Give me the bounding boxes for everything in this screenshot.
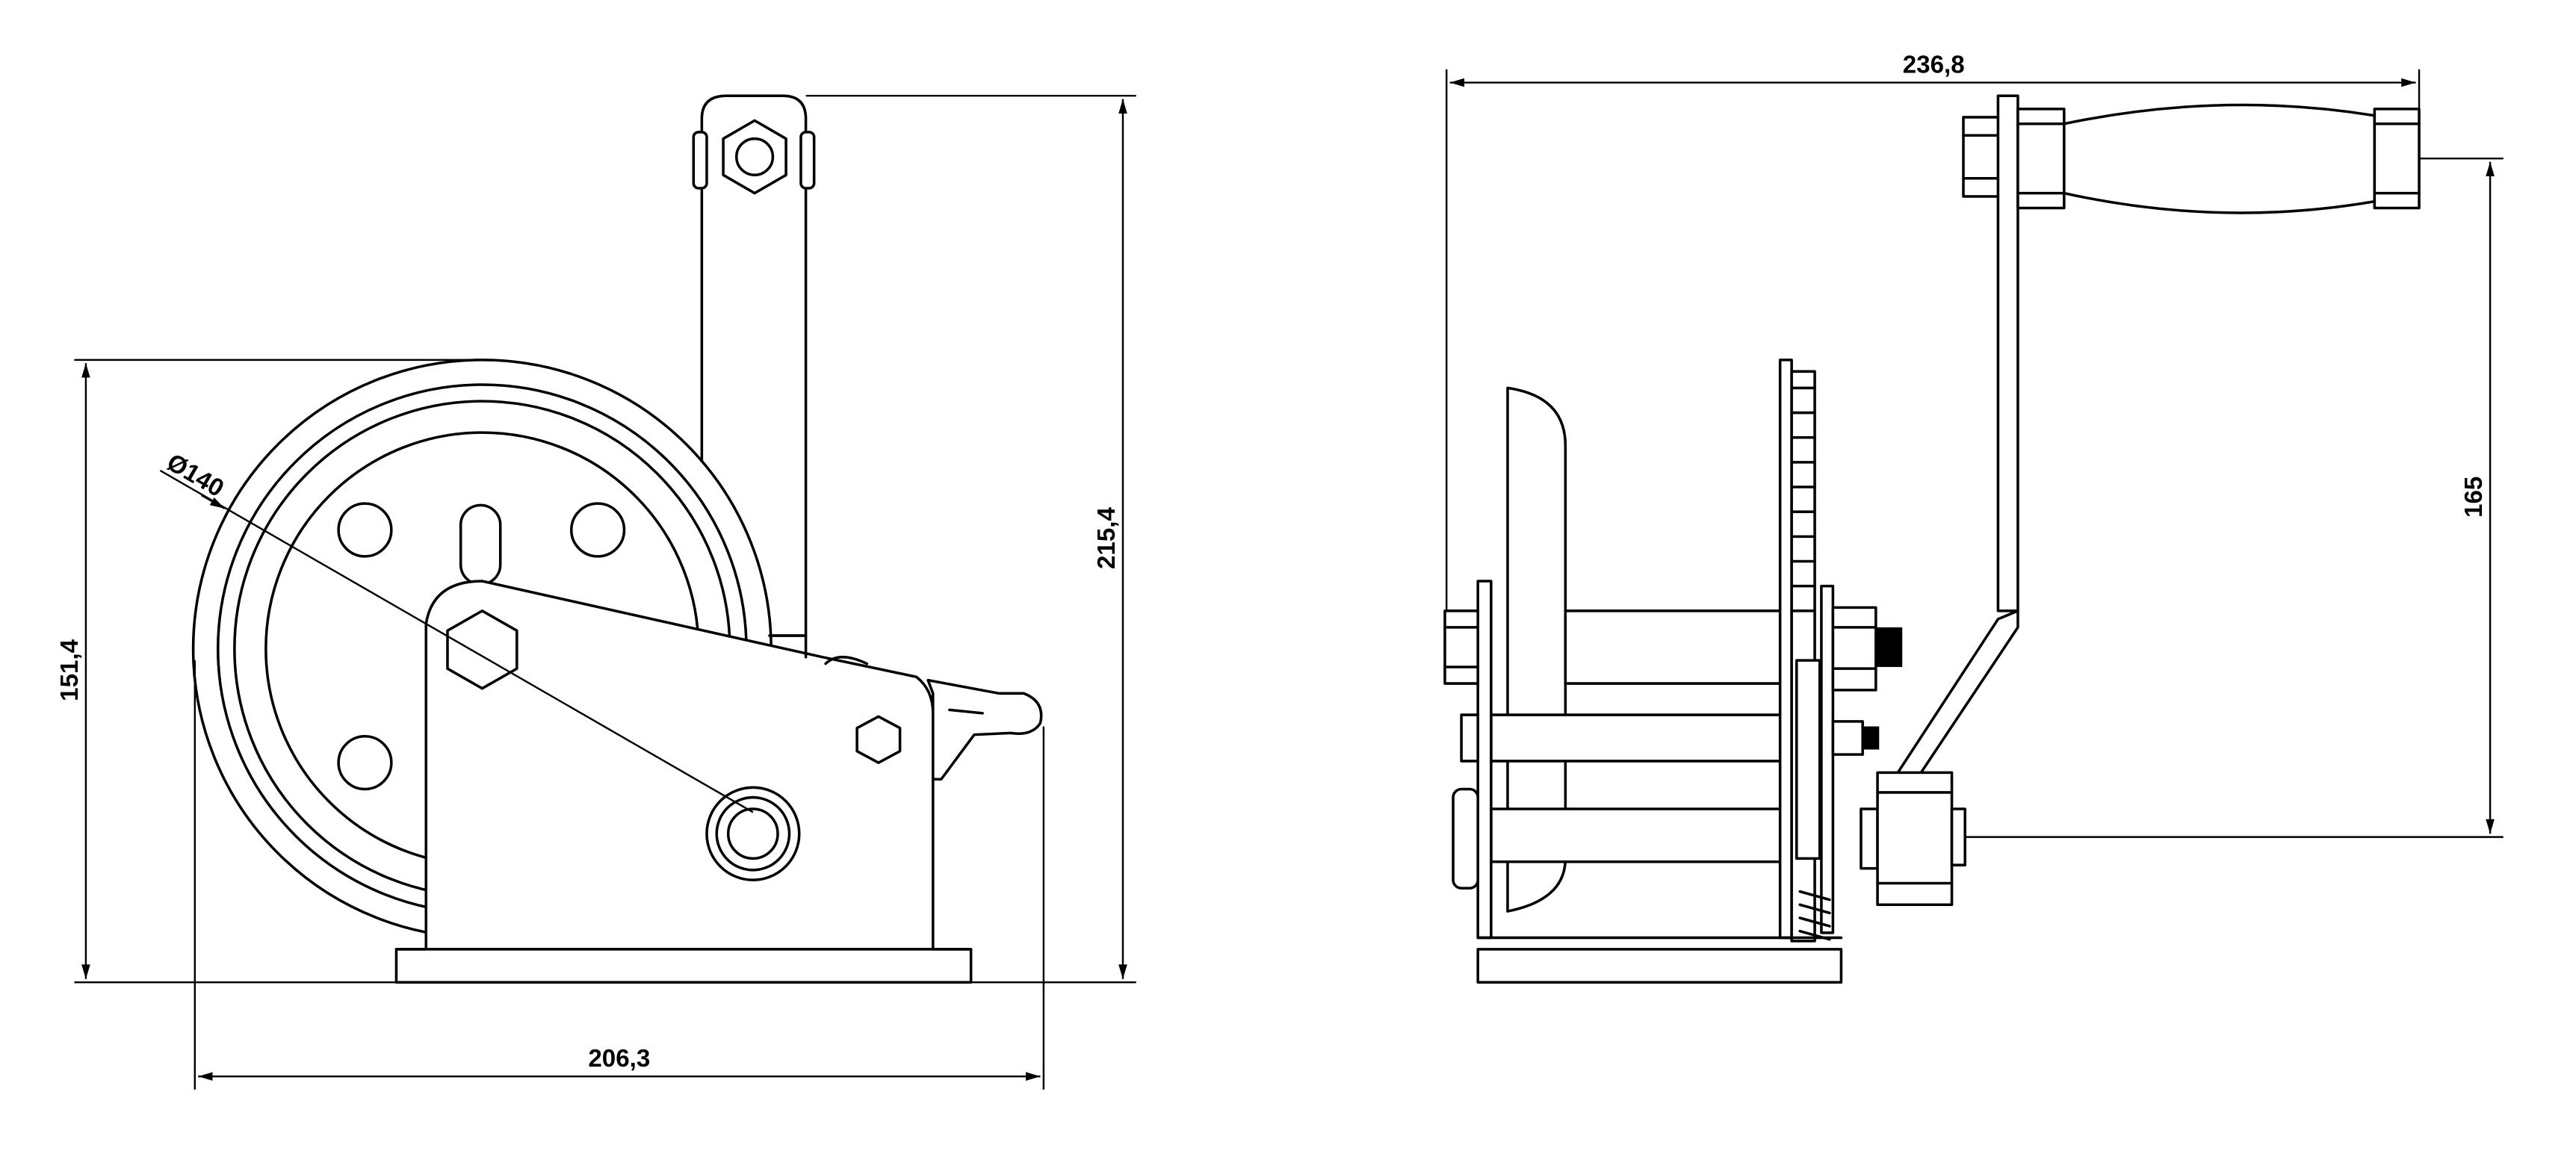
- drum-hole: [337, 735, 393, 791]
- dimension-width: 206,3: [193, 660, 1045, 1090]
- dim-label: 215,4: [1093, 507, 1121, 570]
- drum-hole: [569, 502, 626, 558]
- shaft: [1490, 807, 1785, 863]
- drum-barrel: [1564, 609, 1785, 685]
- side-view: 236,8 165: [1443, 51, 2504, 984]
- hex-bolt-icon: [855, 715, 902, 764]
- dim-label: 236,8: [1903, 51, 1965, 78]
- front-view: Ø140 151,4 215,4 206,3: [56, 94, 1136, 1090]
- base-plate: [1476, 948, 1843, 984]
- diameter-label: Ø140: [162, 448, 229, 503]
- dimension-crank-radius: 165: [1965, 157, 2504, 838]
- left-frame: [1476, 580, 1493, 940]
- drum-slot: [459, 503, 502, 586]
- drum-hole: [337, 502, 393, 558]
- shaft: [1490, 713, 1785, 763]
- dim-label: 165: [2460, 477, 2488, 518]
- gear-plate: [1778, 359, 1793, 940]
- frame-plate: [394, 580, 973, 984]
- dim-label: 206,3: [588, 1045, 650, 1073]
- dimension-height-drum: 151,4: [56, 359, 483, 984]
- crank-handle: [1894, 94, 2421, 778]
- brake-pawl: [926, 678, 1043, 781]
- hex-bolt-icon: [446, 609, 518, 690]
- dimension-height-total: 215,4: [805, 94, 1136, 984]
- dim-label: 151,4: [56, 639, 84, 701]
- dimension-total-width: 236,8: [1445, 51, 2421, 611]
